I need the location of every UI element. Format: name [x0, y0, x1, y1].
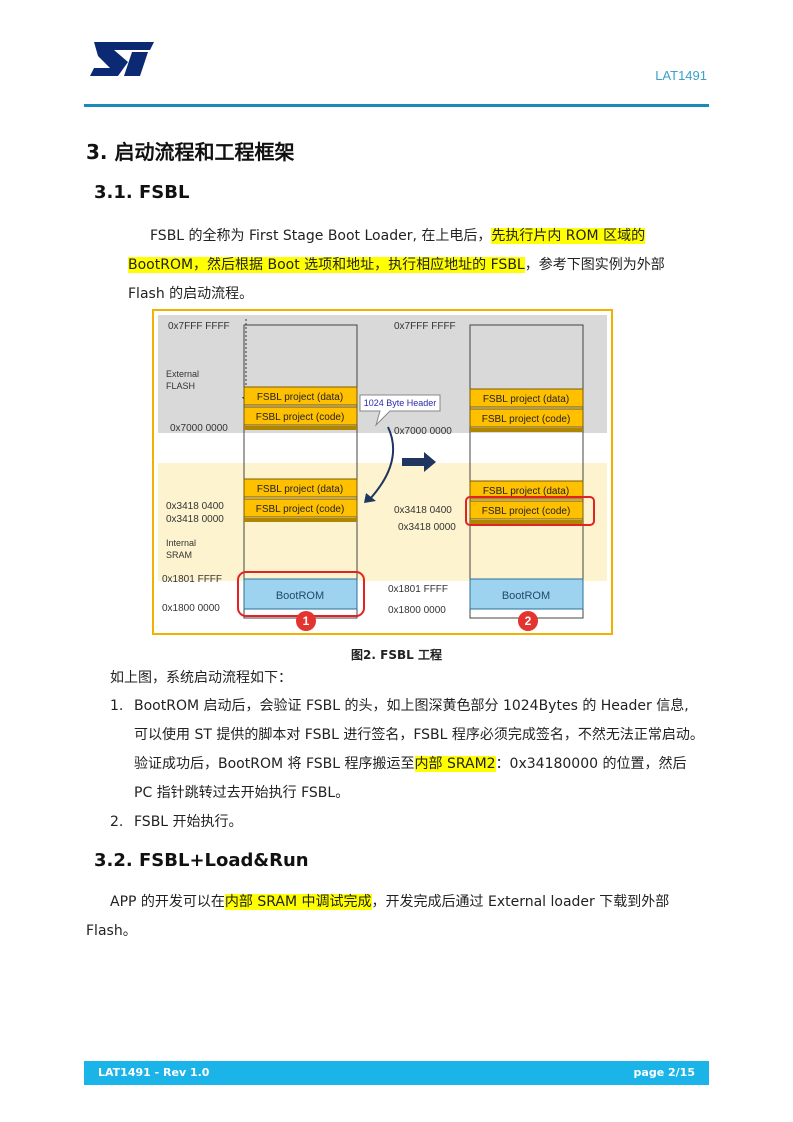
- right-addr-top: 0x7FFF FFFF: [394, 321, 456, 332]
- right-bootrom-label: BootROM: [502, 590, 550, 602]
- right-arrow-icon: [424, 452, 436, 472]
- curve-arrow-head-icon: [364, 493, 376, 503]
- step-badge-1: [296, 611, 316, 631]
- left-flash-data-label: FSBL project (data): [257, 392, 343, 403]
- footer-page-number: page 2/15: [633, 1066, 695, 1079]
- sub2-line-1: APP 的开发可以在内部 SRAM 中调试完成，开发完成后通过 External…: [110, 888, 669, 916]
- left-addr-1801: 0x1801 FFFF: [162, 574, 222, 585]
- left-addr-0000: 0x3418 0000: [166, 514, 224, 525]
- list-item-1-line-3-text: 验证成功后，BootROM 将 FSBL 程序搬运至: [134, 756, 415, 772]
- intro-line-1: FSBL 的全称为 First Stage Boot Loader, 在上电后，…: [150, 222, 646, 250]
- list-item-1-line-3-tail: ：0x34180000 的位置，然后: [495, 756, 687, 772]
- step-badge-2: [518, 611, 538, 631]
- left-addr-0400: 0x3418 0400: [166, 501, 224, 512]
- right-addr-0400: 0x3418 0400: [394, 505, 452, 516]
- right-sram-code-label: FSBL project (code): [482, 506, 571, 517]
- list-item-1-line-3: 验证成功后，BootROM 将 FSBL 程序搬运至内部 SRAM2：0x341…: [134, 750, 686, 778]
- left-sram-code-block: [243, 498, 358, 518]
- figure-caption: 图2. FSBL 工程: [351, 648, 442, 662]
- list-item-1-line-4: PC 指针跳转过去开始执行 FSBL。: [134, 785, 350, 801]
- list-number-1: 1.: [110, 698, 124, 714]
- sub2-highlight: 内部 SRAM 中调试完成: [224, 894, 372, 910]
- left-flash-data-block: [243, 386, 358, 406]
- left-ext-flash-2: FLASH: [166, 381, 195, 391]
- right-addr-1801: 0x1801 FFFF: [388, 584, 448, 595]
- list-item-2-line-1: FSBL 开始执行。: [134, 814, 243, 830]
- list-item-1-highlight: 内部 SRAM2: [414, 756, 496, 772]
- left-addr-1800: 0x1800 0000: [162, 603, 220, 614]
- step-badge-1-label: 1: [303, 614, 310, 628]
- page-footer: LAT1491 - Rev 1.0 page 2/15: [84, 1061, 709, 1085]
- right-flash-data-block: [469, 388, 584, 408]
- section-title: 3. 启动流程和工程框架: [86, 140, 295, 164]
- intro-line-3: Flash 的启动流程。: [128, 286, 254, 302]
- after-figure-text: 如上图，系统启动流程如下：: [110, 670, 292, 686]
- subsection-title-load-run: 3.2. FSBL+Load&Run: [94, 850, 309, 871]
- sub2-line-2: Flash。: [86, 923, 137, 939]
- header-callout: [359, 394, 441, 427]
- step-badge-2-label: 2: [525, 614, 532, 628]
- left-flash-header-strip: [244, 426, 357, 430]
- left-sram-code-label: FSBL project (code): [256, 504, 345, 515]
- left-int-sram-2: SRAM: [166, 550, 192, 560]
- header-callout-label: 1024 Byte Header: [364, 398, 437, 408]
- list-number-2: 2.: [110, 814, 124, 830]
- left-sram-header-strip: [244, 518, 357, 522]
- intro-highlight-1: 先执行片内 ROM 区域的: [491, 228, 646, 244]
- left-ext-flash-1: External: [166, 369, 199, 379]
- subsection-title-fsbl: 3.1. FSBL: [94, 182, 190, 203]
- list-item-1-line-1: BootROM 启动后，会验证 FSBL 的头，如上图深黄色部分 1024Byt…: [134, 698, 689, 714]
- intro-text-2: ，参考下图实例为外部: [524, 257, 665, 273]
- list-item-1-line-2: 可以使用 ST 提供的脚本对 FSBL 进行签名，FSBL 程序必须完成签名，不…: [134, 727, 704, 743]
- right-addr-0000: 0x3418 0000: [398, 522, 456, 533]
- left-flash-code-block: [243, 406, 358, 426]
- footer-doc-rev: LAT1491 - Rev 1.0: [98, 1066, 210, 1079]
- left-flash-code-label: FSBL project (code): [256, 412, 345, 423]
- right-bootrom-block: [469, 578, 584, 610]
- copy-curve-arrow: [369, 426, 395, 500]
- left-bootrom-label: BootROM: [276, 590, 324, 602]
- right-sram-code-block: [469, 500, 584, 520]
- right-addr-7000: 0x7000 0000: [394, 426, 452, 437]
- doc-id: LAT1491: [655, 68, 707, 83]
- left-bootrom-block: [243, 578, 358, 610]
- st-logo: [90, 42, 154, 76]
- intro-line-2: BootROM，然后根据 Boot 选项和地址，执行相应地址的 FSBL，参考下…: [128, 251, 665, 279]
- left-int-sram-1: Internal: [166, 538, 196, 548]
- left-addr-top: 0x7FFF FFFF: [168, 321, 230, 332]
- memory-map-diagram: 0x7FFF FFFF External FLASH FSBL project …: [158, 315, 607, 631]
- sub2-text-a: APP 的开发可以在: [110, 894, 225, 910]
- right-flash-data-label: FSBL project (data): [483, 394, 569, 405]
- right-addr-1800: 0x1800 0000: [388, 605, 446, 616]
- left-sram-data-label: FSBL project (data): [257, 484, 343, 495]
- right-sram-header-strip: [470, 520, 583, 524]
- left-addr-7000: 0x7000 0000: [170, 423, 228, 434]
- right-flash-code-block: [469, 408, 584, 428]
- intro-text: FSBL 的全称为 First Stage Boot Loader, 在上电后，: [150, 228, 492, 244]
- fsbl-boot-figure: 0x7FFF FFFF External FLASH FSBL project …: [152, 309, 613, 635]
- sub2-text-b: ，开发完成后通过 External loader 下载到外部: [371, 894, 670, 910]
- intro-highlight-2: BootROM，然后根据 Boot 选项和地址，执行相应地址的 FSBL: [128, 257, 525, 273]
- left-sram-data-block: [243, 478, 358, 498]
- right-flash-header-strip: [470, 428, 583, 432]
- header-rule: [84, 104, 709, 107]
- right-sram-data-block: [469, 480, 584, 500]
- transition-arrow-shaft: [402, 458, 424, 466]
- right-sram-data-label: FSBL project (data): [483, 486, 569, 497]
- right-highlight-box-sram: [465, 496, 595, 526]
- right-flash-code-label: FSBL project (code): [482, 414, 571, 425]
